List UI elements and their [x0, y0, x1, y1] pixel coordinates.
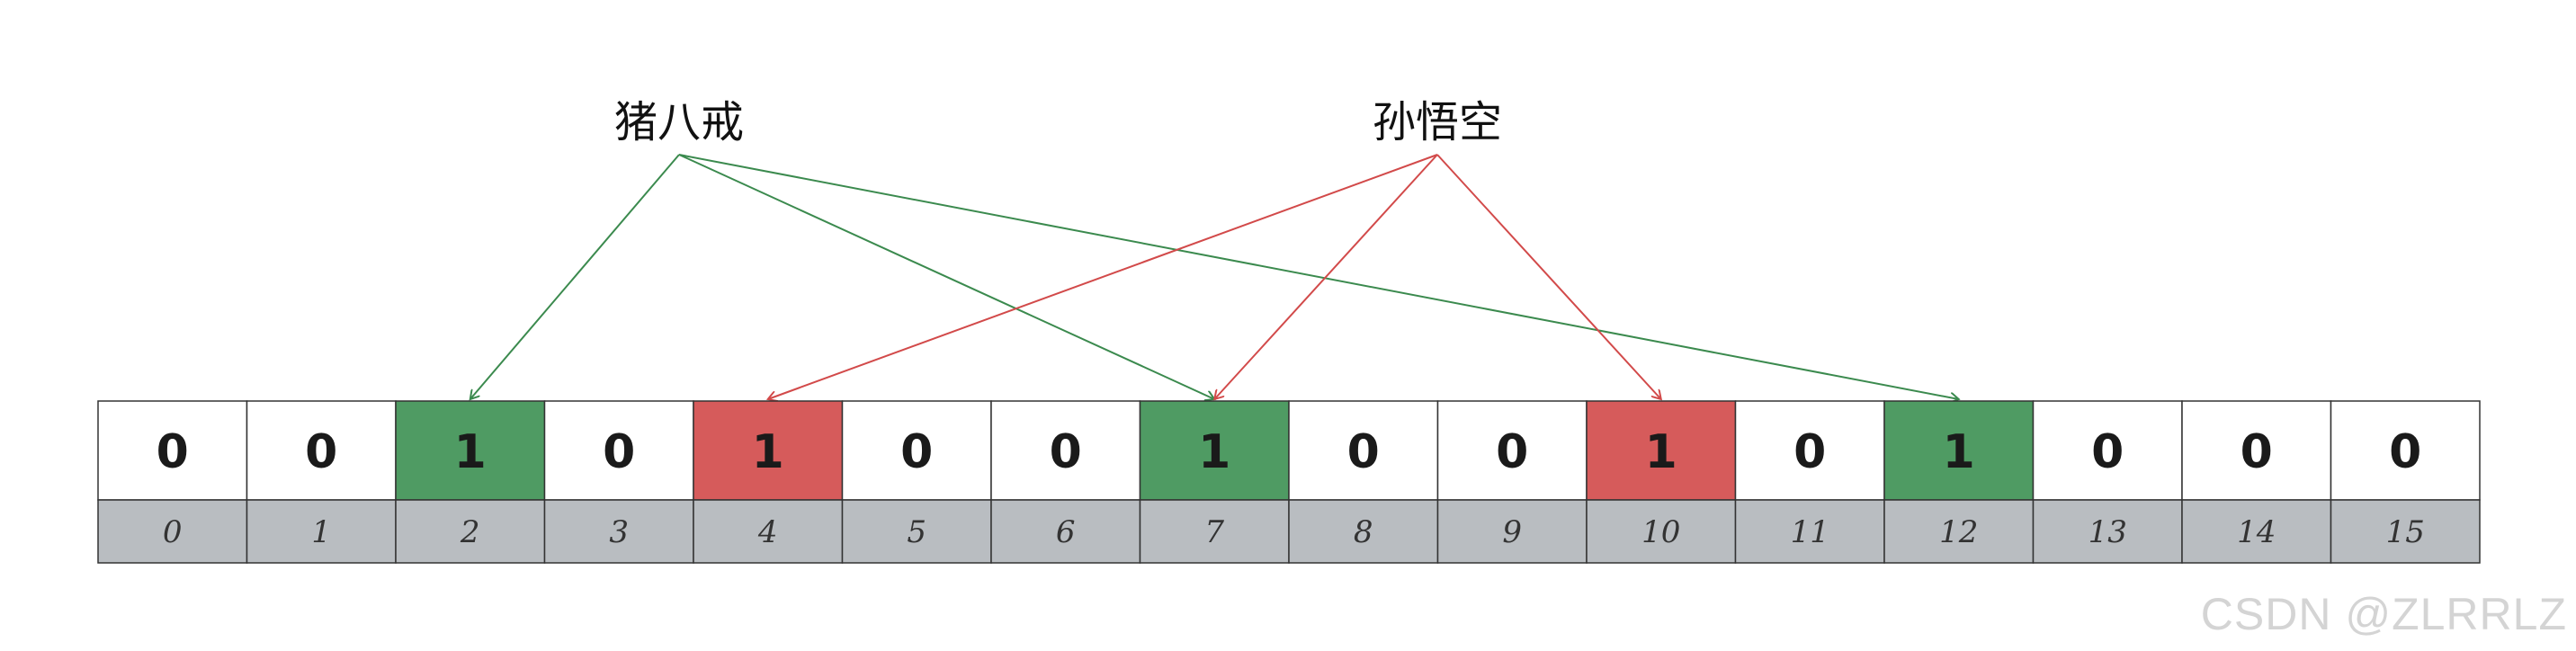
bit-cell-5	[841, 400, 992, 501]
index-cell-5	[841, 499, 992, 564]
bit-cell-14	[2181, 400, 2332, 501]
watermark: CSDN @ZLRRLZ	[2200, 589, 2567, 639]
bit-value: 0	[157, 425, 189, 479]
bit-value: 1	[752, 425, 784, 479]
bit-value: 0	[305, 425, 337, 479]
bit-value: 1	[1943, 425, 1975, 479]
index-cell-0	[97, 499, 248, 564]
bit-index: 11	[1791, 514, 1829, 550]
bit-cell-7	[1139, 400, 1290, 501]
bit-cell-15	[2330, 400, 2481, 501]
bit-value: 0	[1496, 425, 1528, 479]
bit-index: 10	[1641, 514, 1680, 550]
bit-cell-12	[1883, 400, 2035, 501]
bit-value: 0	[2091, 425, 2124, 479]
bit-index: 15	[2386, 514, 2425, 550]
bit-index: 8	[1354, 514, 1373, 550]
index-cell-15	[2330, 499, 2481, 564]
bit-index: 5	[907, 514, 926, 550]
bit-cell-6	[990, 400, 1141, 501]
index-cell-4	[693, 499, 844, 564]
bit-value: 0	[1050, 425, 1082, 479]
bit-value: 1	[454, 425, 487, 479]
bit-cell-9	[1436, 400, 1588, 501]
bit-index: 9	[1502, 514, 1522, 550]
bit-value: 0	[900, 425, 933, 479]
index-cell-2	[395, 499, 546, 564]
bit-value: 0	[1793, 425, 1826, 479]
arrow-layer	[470, 154, 1959, 399]
bit-index: 0	[163, 514, 183, 550]
key-label: 猪八戒	[614, 97, 744, 147]
index-cell-8	[1288, 499, 1439, 564]
index-cell-9	[1436, 499, 1588, 564]
bit-index: 7	[1204, 514, 1224, 550]
bit-value: 0	[2241, 425, 2273, 479]
bit-value: 0	[603, 425, 635, 479]
index-cell-14	[2181, 499, 2332, 564]
arrow-to-cell-4	[768, 154, 1438, 399]
index-cell-12	[1883, 499, 2035, 564]
index-cell-13	[2032, 499, 2183, 564]
arrow-to-cell-2	[470, 154, 680, 399]
bit-index: 13	[2089, 514, 2127, 550]
arrow-to-cell-10	[1436, 154, 1661, 399]
index-cell-7	[1139, 499, 1290, 564]
bit-cell-11	[1734, 400, 1885, 501]
bit-index: 4	[757, 514, 778, 550]
arrow-to-cell-7	[1214, 154, 1438, 399]
bit-value: 1	[1645, 425, 1677, 479]
bit-value: 0	[2389, 425, 2421, 479]
bit-index: 14	[2237, 514, 2276, 550]
bit-index: 1	[311, 514, 331, 550]
bit-cell-4	[693, 400, 844, 501]
index-cell-6	[990, 499, 1141, 564]
index-cell-11	[1734, 499, 1885, 564]
bit-index: 6	[1056, 514, 1076, 550]
bit-index: 3	[609, 514, 629, 550]
bit-value: 1	[1198, 425, 1230, 479]
arrow-to-cell-7	[678, 154, 1214, 399]
bit-value: 0	[1347, 425, 1380, 479]
label-layer: 猪八戒 孙悟空	[614, 97, 1502, 147]
key-label: 孙悟空	[1373, 97, 1502, 147]
bit-index: 2	[460, 514, 480, 550]
arrow-to-cell-12	[678, 154, 1959, 399]
bit-cell-13	[2032, 400, 2183, 501]
bit-index: 12	[1939, 514, 1978, 550]
